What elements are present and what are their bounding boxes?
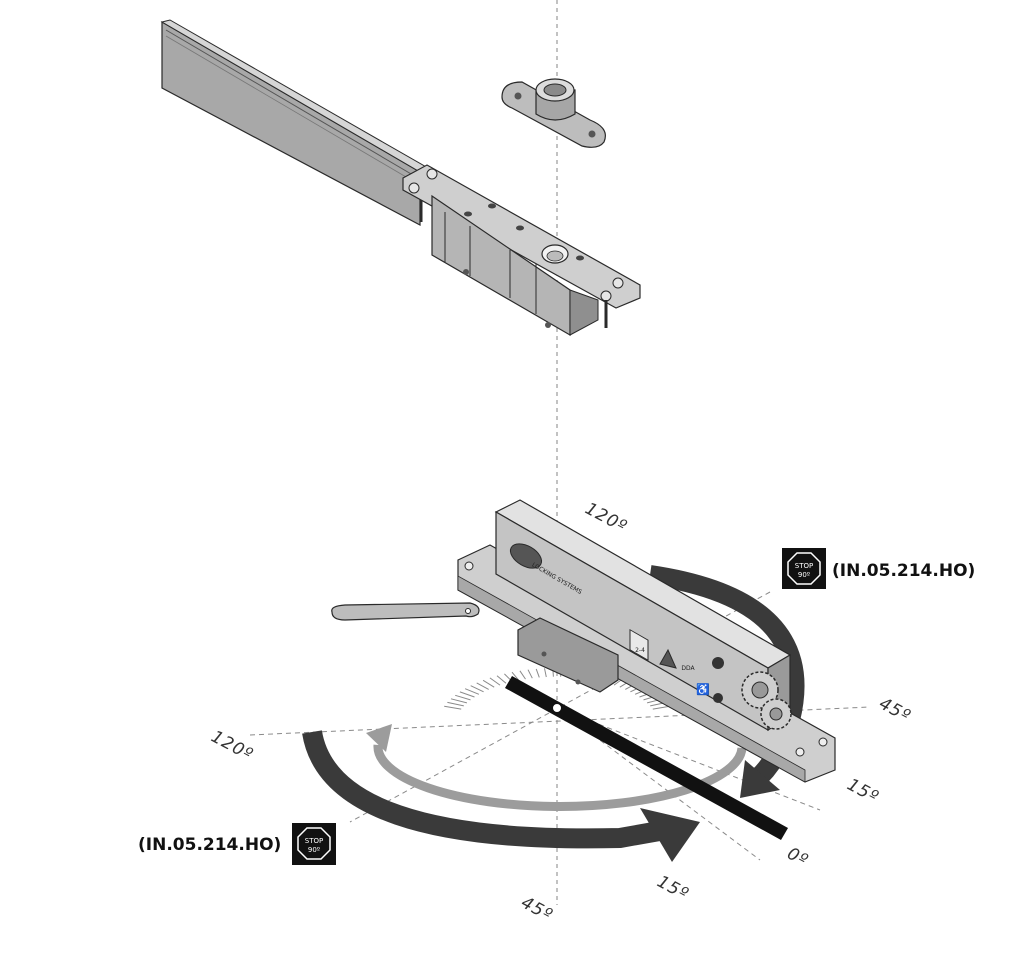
swing-arc-arrow-dark-right xyxy=(648,565,805,798)
degree-tick xyxy=(519,670,526,680)
degree-tick xyxy=(482,679,495,688)
stop-90-callout-upper: STOP 90º (IN.05.214.HO) xyxy=(782,548,975,589)
adjust-knob xyxy=(712,657,724,669)
degree-tick xyxy=(489,677,501,686)
angle-label-0-right: 0º xyxy=(784,844,812,871)
swing-arc-arrow-dark xyxy=(302,730,700,862)
degree-tick xyxy=(450,698,468,704)
stop-word-upper: STOP xyxy=(795,562,813,570)
stop-octagon-icon xyxy=(787,552,821,585)
degree-tick xyxy=(527,669,533,679)
door-leaf-bar xyxy=(505,676,788,840)
top-pivot-bracket xyxy=(402,164,641,337)
closer-gear xyxy=(741,671,792,730)
degree-tick xyxy=(476,682,489,690)
closer-control-panel: 2-4 DDA ♿ xyxy=(629,628,724,703)
degree-tick xyxy=(470,685,484,693)
brand-logo xyxy=(509,543,543,569)
angle-label-15-bottom: 15º xyxy=(654,872,692,905)
degree-tick xyxy=(535,668,540,678)
angle-label-15-right: 15º xyxy=(844,775,882,808)
floor-door-closer: LOCKING SYSTEMS 2-4 DDA ♿ xyxy=(457,499,836,783)
door-top-rail xyxy=(160,19,430,226)
stop-octagon-icon xyxy=(297,827,331,860)
stop-angle-upper: 90º xyxy=(798,571,810,579)
person-icon xyxy=(713,693,723,703)
degree-tick xyxy=(444,705,462,710)
callout-text-upper: (IN.05.214.HO) xyxy=(832,561,975,581)
top-pivot-cap xyxy=(501,78,606,148)
degree-tick xyxy=(496,675,507,684)
dda-text: DDA xyxy=(681,665,695,672)
swing-arc-arrow-light xyxy=(366,724,747,812)
degree-tick xyxy=(464,688,480,695)
warning-icon xyxy=(659,648,677,669)
angle-label-120-left: 120º xyxy=(208,727,257,766)
degree-tick xyxy=(544,668,547,678)
stop-word-lower: STOP xyxy=(305,837,323,845)
angle-label-120-upper: 120º xyxy=(582,499,631,538)
pivot-center-point xyxy=(552,703,562,713)
degree-tick xyxy=(459,691,475,698)
adjustment-key xyxy=(331,602,480,621)
degree-tick xyxy=(652,705,670,710)
degree-tick xyxy=(455,694,471,701)
angle-label-45-right: 45º xyxy=(876,694,914,727)
angle-label-45-bottom: 45º xyxy=(518,893,556,926)
degree-tick xyxy=(511,671,520,681)
closer-size-text: 2-4 xyxy=(635,647,645,654)
stop-angle-lower: 90º xyxy=(308,846,320,854)
wheelchair-icon: ♿ xyxy=(696,683,710,696)
stop-90-callout-lower: (IN.05.214.HO) STOP 90º xyxy=(138,823,336,865)
degree-tick xyxy=(447,701,464,707)
callout-text-lower: (IN.05.214.HO) xyxy=(138,835,281,855)
